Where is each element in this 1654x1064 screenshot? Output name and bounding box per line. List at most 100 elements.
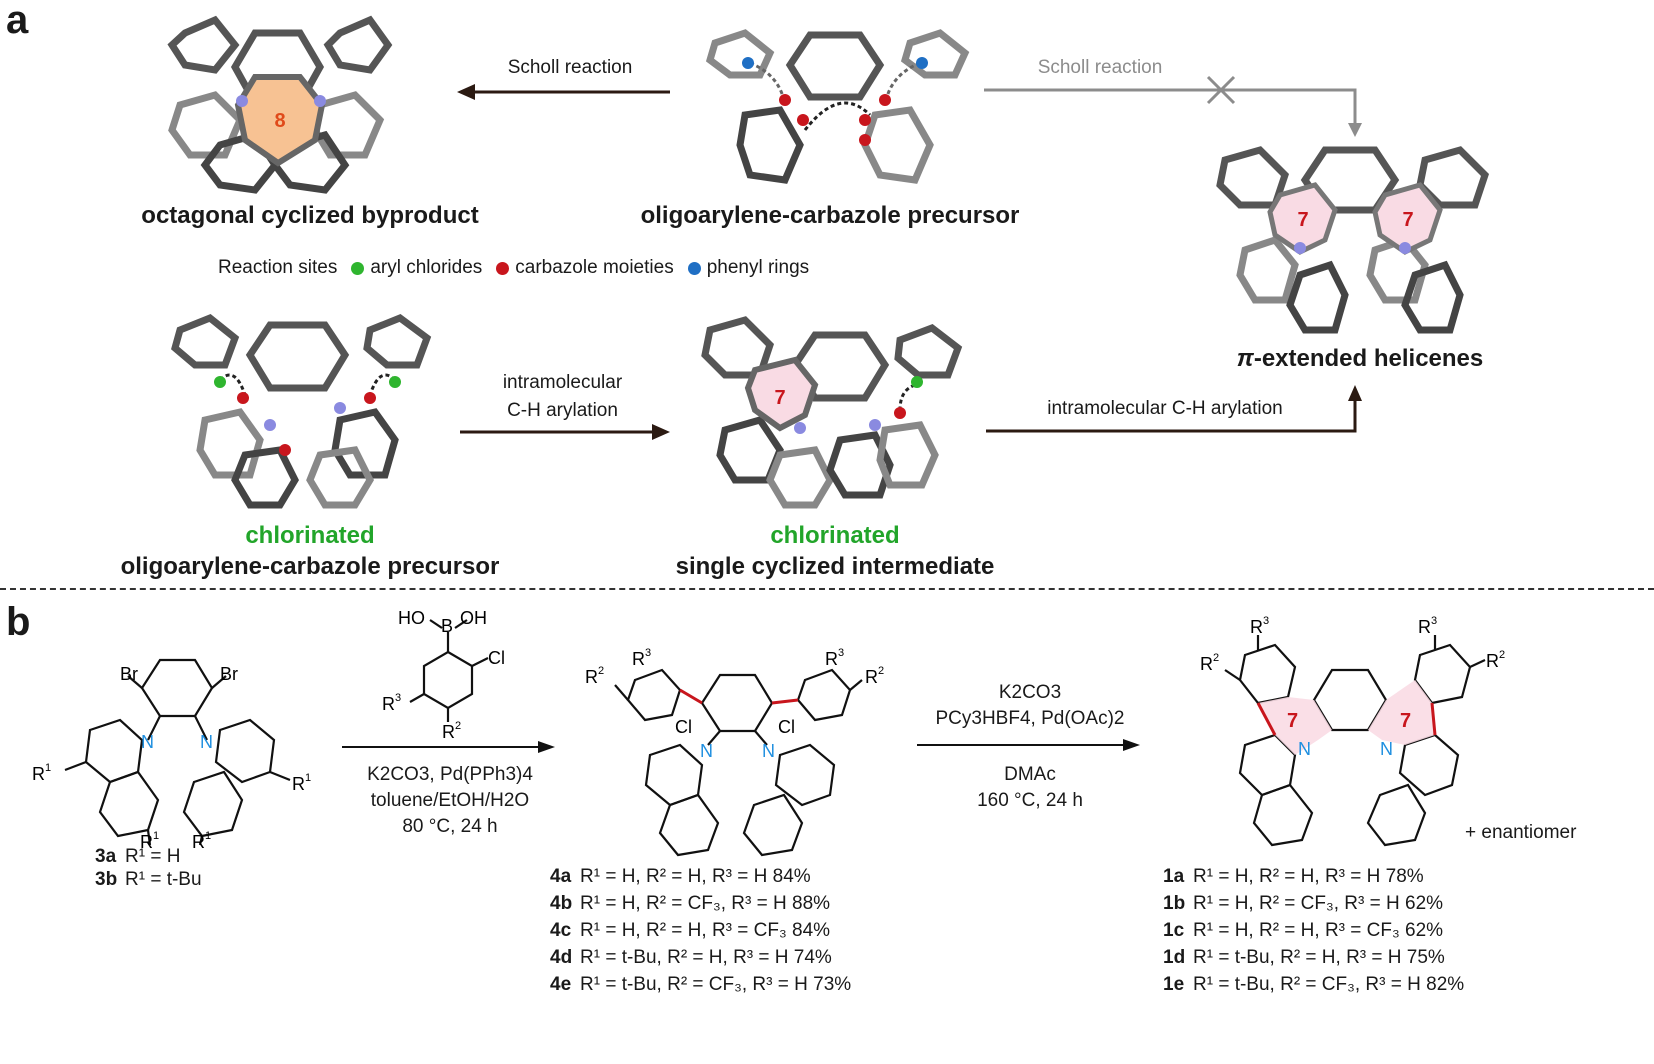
r2-1-right-label: R <box>1486 651 1499 671</box>
chlorinated-precursor-line2: oligoarylene-carbazole precursor <box>120 553 500 580</box>
green-dot-icon <box>351 261 365 275</box>
helicene-ring-right <box>1372 182 1443 255</box>
r2-4-right-label: R <box>865 667 878 687</box>
r3-1-left-label: R <box>1250 617 1263 637</box>
n-left-label: N <box>141 732 154 752</box>
blue-dot-icon <box>687 261 701 275</box>
cl-right-label: Cl <box>778 717 795 737</box>
r3-4-right-sup: 3 <box>838 647 844 659</box>
cond1-line1: K2CO3, Pd(PPh3)4 <box>367 764 533 785</box>
intramolecular-1-line2: C-H arylation <box>507 400 618 421</box>
r2-sup: 2 <box>455 720 461 732</box>
n-right-label: N <box>200 732 213 752</box>
r3-1-right-sup: 3 <box>1431 615 1437 627</box>
r3-label: R <box>382 694 395 714</box>
cond1-line2: toluene/EtOH/H2O <box>370 790 530 811</box>
enantiomer-label: + enantiomer <box>1465 822 1577 843</box>
ring-7-right-label: 7 <box>1402 209 1413 231</box>
r3-4-right-label: R <box>825 649 838 669</box>
cond1-line3: 80 °C, 24 h <box>402 816 498 837</box>
r3-4-left-sup: 3 <box>645 647 651 659</box>
octagonal-byproduct-model: 8 <box>167 15 393 194</box>
red-dot-icon <box>496 261 510 275</box>
r1-left-label: R <box>32 764 45 784</box>
cond2-line3: DMAc <box>1004 764 1056 785</box>
chlorinated-precursor-model <box>171 313 432 509</box>
r3-4-left-label: R <box>632 649 645 669</box>
intermediate-model: 7 <box>701 316 963 509</box>
legend-item-aryl-chlorides: aryl chlorides <box>370 257 483 278</box>
ring-8 <box>234 74 326 167</box>
legend-item-carbazole: carbazole moieties <box>515 257 674 278</box>
r3-1-left-sup: 3 <box>1263 615 1269 627</box>
legend-item-phenyl: phenyl rings <box>706 257 810 278</box>
n1-right-label: N <box>1380 739 1393 759</box>
product-ring-left <box>1258 697 1332 755</box>
scholl-right-arrow <box>984 75 1362 137</box>
boronic-acid-structure: HO B OH Cl R 3 R 2 <box>382 608 505 742</box>
panel-a-letter: a <box>6 0 29 42</box>
r1-right-sup: 1 <box>305 772 311 784</box>
panel-divider <box>0 588 1654 590</box>
product-ring-left-label: 7 <box>1287 710 1298 732</box>
starting-material-structure: Br Br N N R 1 R 1 R 1 R 1 <box>32 658 311 852</box>
octagonal-label: octagonal cyclized byproduct <box>141 202 479 229</box>
intermediate-ring-label: 7 <box>774 387 785 409</box>
product-ring-right <box>1368 680 1435 745</box>
intermediate-line2: single cyclized intermediate <box>675 553 995 580</box>
oh-label: OH <box>460 608 487 628</box>
precursor-label: oligoarylene-carbazole precursor <box>640 202 1020 229</box>
intramolecular-2-label: intramolecular C-H arylation <box>1047 398 1283 419</box>
r3-sup: 3 <box>395 692 401 704</box>
cyclization-arrow <box>917 739 1140 751</box>
reaction-sites-legend: Reaction sites aryl chlorides carbazole … <box>218 257 809 279</box>
r3-1-right-label: R <box>1418 617 1431 637</box>
n4-left-label: N <box>700 741 713 761</box>
intramolecular-2-arrow <box>986 385 1362 433</box>
r1-bottom-left-sup: 1 <box>153 830 159 842</box>
boron-label: B <box>441 616 453 636</box>
ring-8-label: 8 <box>274 110 285 132</box>
r1-bottom-right-sup: 1 <box>205 830 211 842</box>
helicenes-label-rest: -extended helicenes <box>1253 345 1484 372</box>
panel-b-letter: b <box>6 600 31 644</box>
r2-4-left-sup: 2 <box>598 665 604 677</box>
scholl-left-arrow <box>457 84 670 100</box>
r1-bottom-right-label: R <box>192 832 205 852</box>
intramolecular-1-arrow <box>460 424 670 440</box>
legend-title: Reaction sites <box>218 257 338 278</box>
r2-1-left-sup: 2 <box>1213 652 1219 664</box>
precursor-model <box>705 29 970 184</box>
r1-right-label: R <box>292 774 305 794</box>
n4-right-label: N <box>762 741 775 761</box>
pi-symbol: π <box>1236 345 1254 372</box>
helicene-model: 7 7 <box>1216 146 1490 334</box>
scholl-right-label: Scholl reaction <box>1037 57 1163 78</box>
cl-left-label: Cl <box>675 717 692 737</box>
cl-label: Cl <box>488 648 505 668</box>
r1-bottom-left-label: R <box>140 832 153 852</box>
cond2-line4: 160 °C, 24 h <box>977 790 1083 811</box>
r2-label: R <box>442 722 455 742</box>
intermediate-4-structure: Cl Cl N N R 2 R 2 R 3 R 3 <box>585 647 884 857</box>
intermediate-line1: chlorinated <box>770 522 900 549</box>
cond2-line2: PCy3HBF4, Pd(OAc)2 <box>935 708 1125 729</box>
n1-left-label: N <box>1298 739 1311 759</box>
chlorinated-precursor-line1: chlorinated <box>245 522 375 549</box>
r1-left-sup: 1 <box>45 762 51 774</box>
r2-4-right-sup: 2 <box>878 665 884 677</box>
ring-7-left-label: 7 <box>1297 209 1308 231</box>
br-left-label: Br <box>120 664 138 684</box>
suzuki-arrow <box>342 741 555 753</box>
ho-label: HO <box>398 608 425 628</box>
product-1-structure: 7 7 N N R 3 R 3 R 2 R 2 <box>1200 615 1505 847</box>
